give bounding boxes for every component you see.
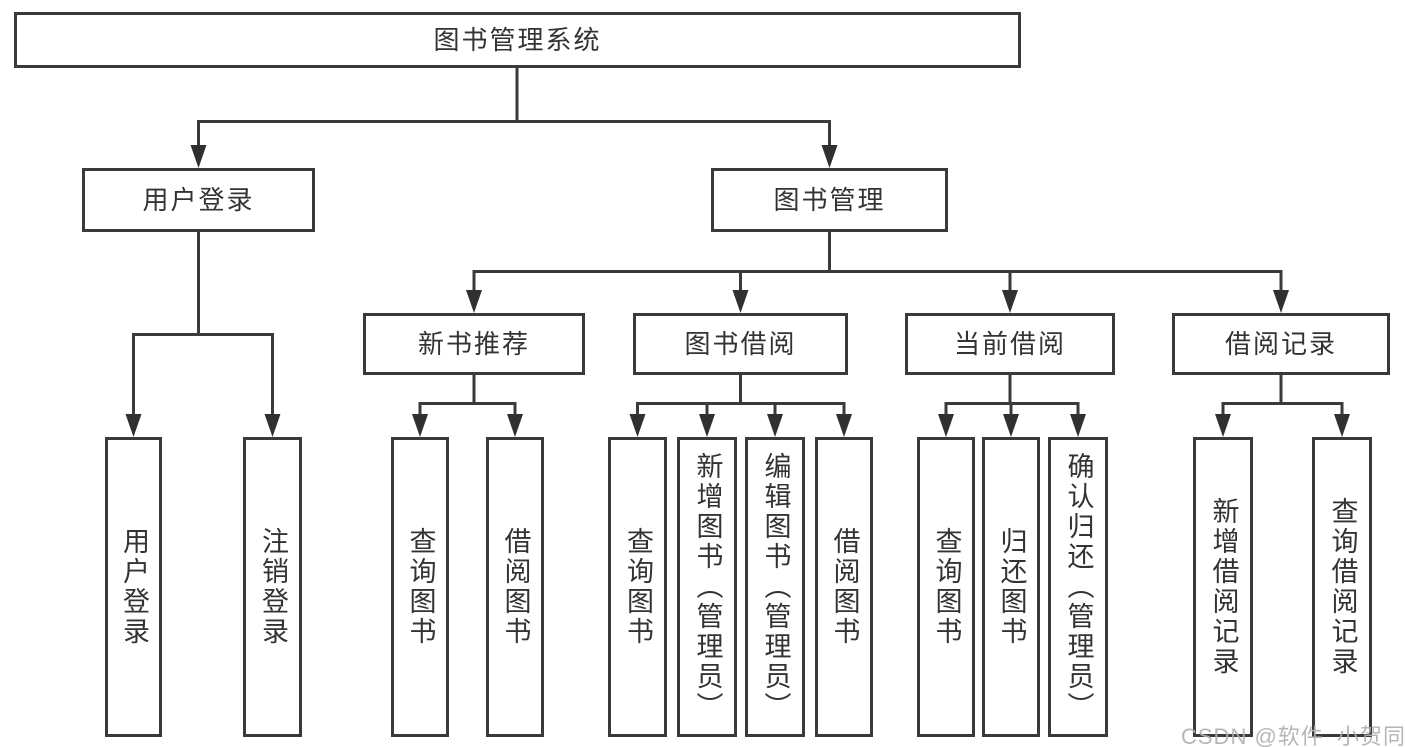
node-borrowing-records: 借阅记录 <box>1172 313 1390 375</box>
node-new-book-recommendation: 新书推荐 <box>363 313 585 375</box>
node-leaf-query-book-3: 查询图书 <box>917 437 975 737</box>
node-user-login: 用户登录 <box>82 168 315 232</box>
arrowhead <box>836 414 852 437</box>
arrowhead <box>507 414 523 437</box>
arrowhead <box>125 414 142 437</box>
arrowhead <box>1002 290 1018 313</box>
arrowhead <box>699 414 715 437</box>
node-root: 图书管理系统 <box>14 12 1021 68</box>
arrowhead <box>190 145 207 168</box>
node-book-management: 图书管理 <box>711 168 948 232</box>
arrowhead <box>1070 414 1086 437</box>
node-current-borrowing: 当前借阅 <box>905 313 1115 375</box>
arrowhead <box>821 145 838 168</box>
arrowhead <box>629 414 646 437</box>
arrowhead <box>466 290 482 313</box>
node-leaf-query-book-2: 查询图书 <box>608 437 667 737</box>
arrowhead <box>938 414 954 437</box>
node-book-borrowing: 图书借阅 <box>633 313 848 375</box>
node-leaf-borrow-book-1: 借阅图书 <box>486 437 544 737</box>
node-leaf-return-book: 归还图书 <box>982 437 1040 737</box>
node-leaf-borrow-book-2: 借阅图书 <box>815 437 873 737</box>
arrowhead <box>264 414 281 437</box>
arrowhead <box>1215 414 1231 437</box>
arrowhead <box>1003 414 1019 437</box>
arrowhead <box>732 290 749 313</box>
arrowhead <box>1334 414 1350 437</box>
arrowhead <box>1273 290 1289 313</box>
node-leaf-logout: 注销登录 <box>243 437 302 737</box>
arrowhead <box>412 414 428 437</box>
connector-path <box>132 68 1344 416</box>
node-leaf-user-login: 用户登录 <box>105 437 162 737</box>
node-leaf-add-borrow-record: 新增借阅记录 <box>1193 437 1253 737</box>
node-leaf-edit-book-admin: 编辑图书（管理员） <box>745 437 805 737</box>
node-leaf-query-borrow-record: 查询借阅记录 <box>1312 437 1372 737</box>
node-leaf-confirm-return-admin: 确认归还（管理员） <box>1048 437 1108 737</box>
watermark: CSDN @软件_小贺同学 <box>1181 724 1405 747</box>
node-leaf-query-book-1: 查询图书 <box>391 437 449 737</box>
arrowhead <box>767 414 783 437</box>
node-leaf-add-book-admin: 新增图书（管理员） <box>677 437 737 737</box>
